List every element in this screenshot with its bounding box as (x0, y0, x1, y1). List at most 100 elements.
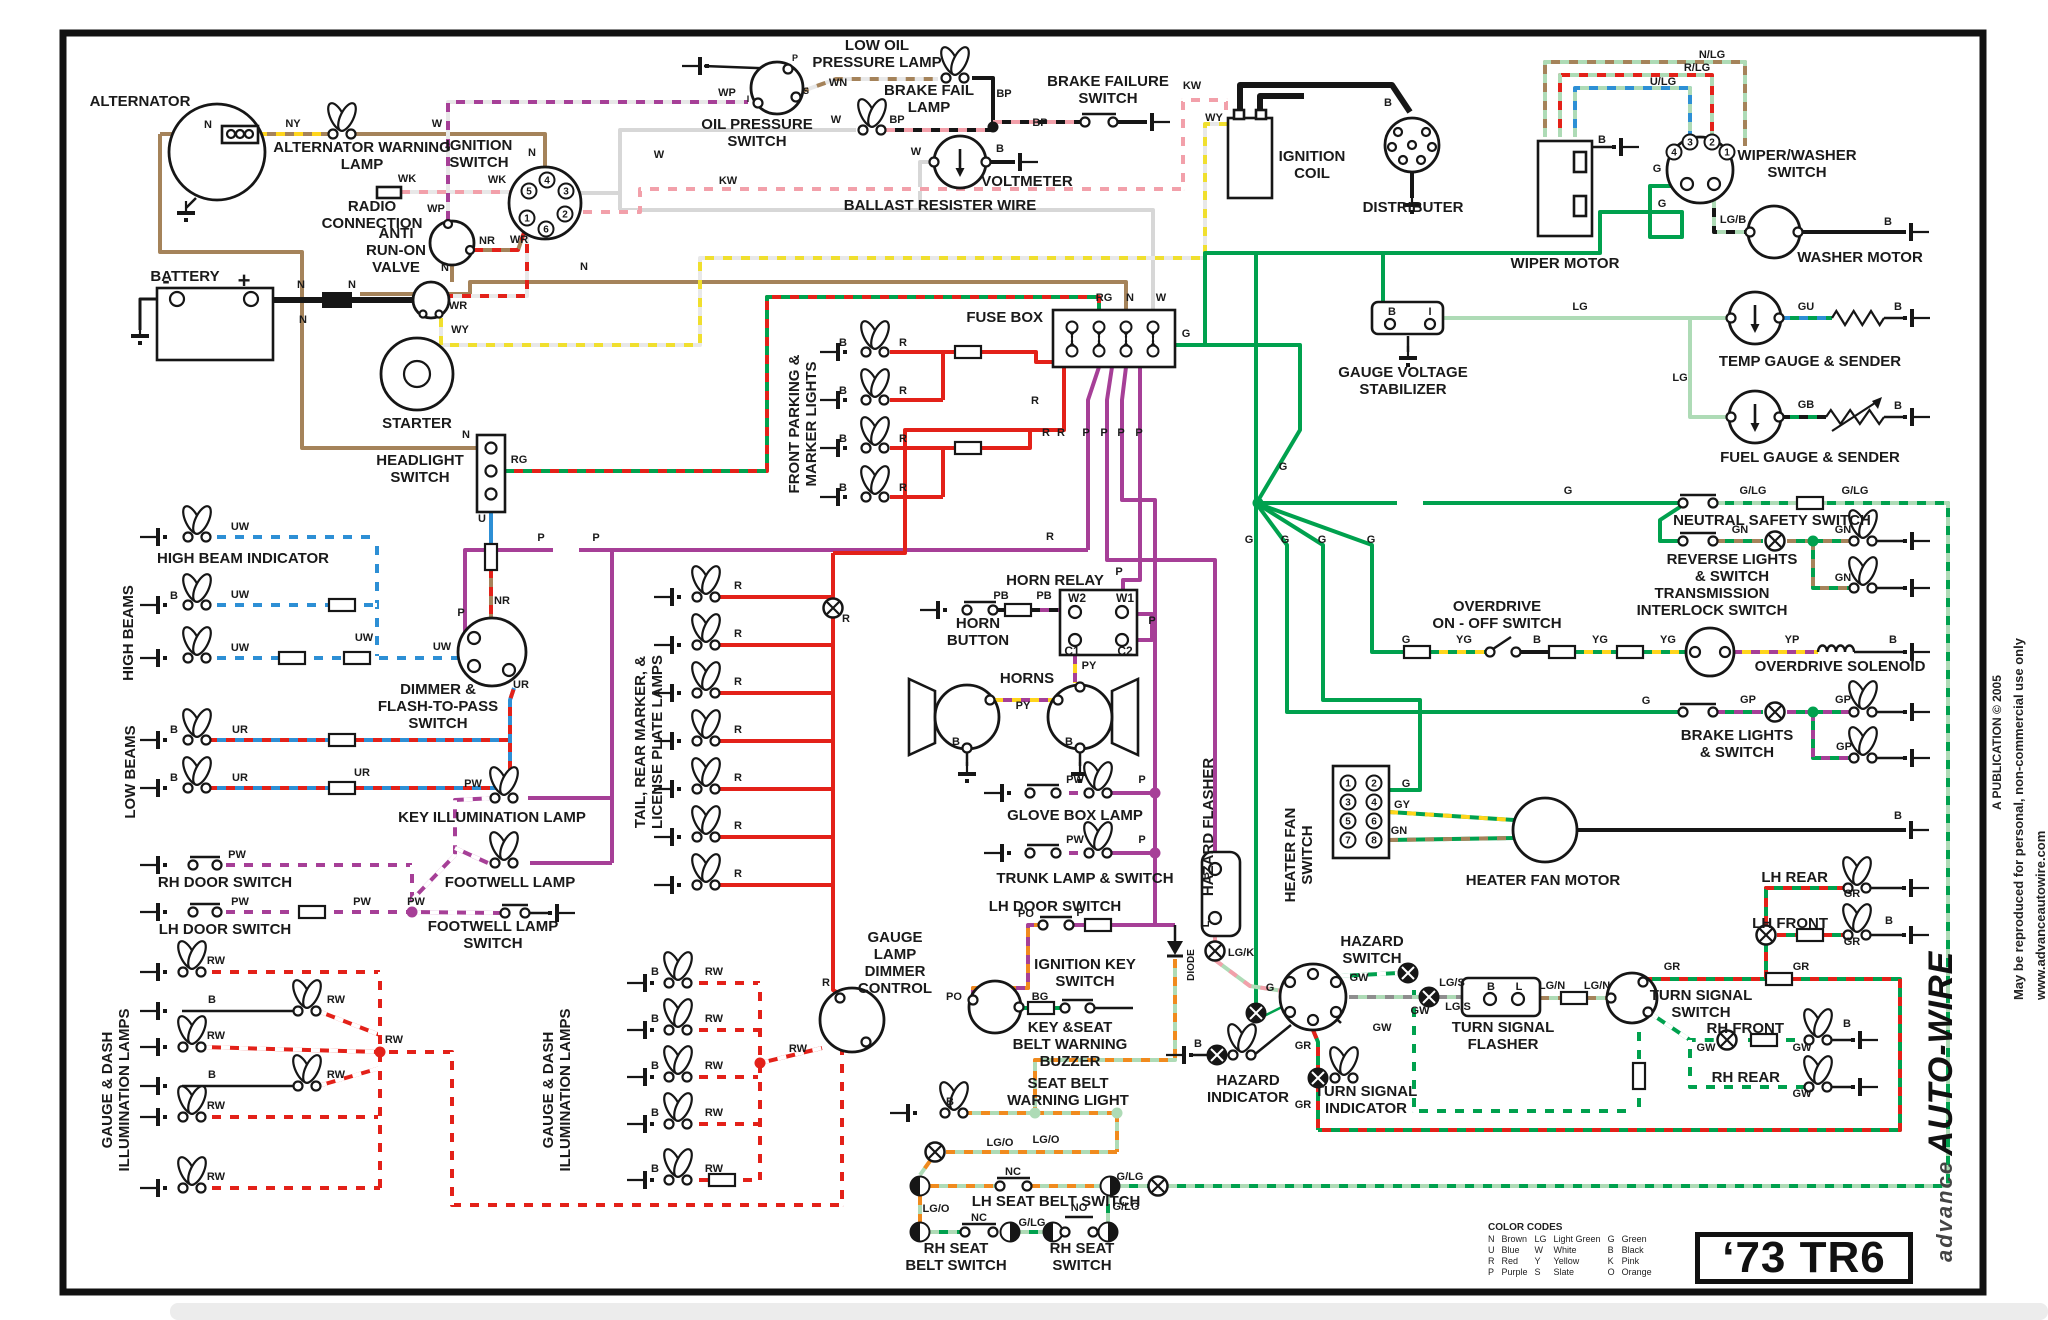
brake-failure-switch[interactable] (1079, 112, 1119, 128)
rh-door-switch[interactable] (187, 855, 223, 871)
label: N (462, 429, 470, 441)
label: B (208, 1069, 216, 1081)
legend-title: COLOR CODES (1488, 1222, 1563, 1233)
label: GLOVE BOX LAMP (1007, 807, 1143, 824)
label: RW (789, 1043, 808, 1055)
circ-symbol (1482, 991, 1498, 1007)
footwell-lamp-switch[interactable] (499, 903, 531, 919)
lh-door-switch-2[interactable] (1037, 915, 1075, 931)
label: HORNS (1000, 670, 1054, 687)
circ-symbol (1406, 139, 1418, 151)
dot-symbol (1807, 535, 1819, 547)
gnd-symbol (1903, 579, 1930, 597)
glove-box-switch[interactable] (1024, 783, 1062, 799)
res-symbol (1749, 1032, 1779, 1048)
legend-code: W (1534, 1245, 1544, 1255)
wire-b (1257, 93, 1304, 113)
svg-text:3: 3 (1345, 798, 1351, 809)
wire-p (1120, 366, 1157, 925)
label: I (747, 94, 750, 104)
label: GB (1798, 399, 1815, 411)
label: HORN RELAY (1006, 572, 1104, 589)
label: GN (1391, 825, 1408, 837)
label: B (1894, 810, 1902, 822)
label: GAUGE & DASHILLUMINATION LAMPS (99, 1008, 133, 1171)
legend-code: K (1607, 1256, 1614, 1266)
label: G/LG (1117, 1171, 1144, 1183)
label: G (1564, 485, 1573, 497)
ncirc-symbol: 2 (556, 205, 574, 223)
footwell-lamp (489, 831, 519, 869)
label: KW (719, 175, 738, 187)
circ-symbol (1013, 1001, 1025, 1013)
label: S (803, 86, 809, 96)
label: YG (1660, 634, 1676, 646)
lamp-symbol (177, 940, 207, 978)
wire-lg (1688, 318, 1729, 419)
circ-symbol (1207, 910, 1223, 926)
reverse-switch[interactable] (1677, 531, 1719, 547)
label: N (528, 147, 536, 159)
label: LH DOOR SWITCH (159, 921, 292, 938)
circ-symbol (168, 290, 186, 308)
label: U/LG (1650, 76, 1676, 88)
overdrive-on-off-switch[interactable] (1484, 635, 1522, 658)
circ-symbol (980, 156, 992, 168)
label: PO (1018, 908, 1034, 920)
transmission-interlock-switch (1684, 626, 1736, 678)
ncirc-symbol: 6 (537, 220, 555, 238)
trunk-lamp-switch[interactable] (1024, 843, 1062, 859)
label: NC (971, 1212, 987, 1224)
label: NR (494, 595, 510, 607)
diagram-title: ‘73 TR6 (1722, 1233, 1886, 1282)
lamp-symbol (663, 1045, 693, 1083)
label: R (1057, 427, 1065, 439)
circ-symbol (234, 128, 246, 140)
circ-symbol (1688, 645, 1702, 659)
rh-front-lamp (1803, 1008, 1833, 1046)
label: GN (1835, 572, 1852, 584)
circ-symbol (1605, 992, 1617, 1004)
rh-seat-switch[interactable] (1059, 1215, 1099, 1238)
label: LG/S (1439, 977, 1465, 989)
label: UW (433, 641, 452, 653)
circ-symbol (1718, 645, 1732, 659)
label: B (651, 1060, 659, 1072)
gnd-symbol (1902, 821, 1929, 839)
legend-name: Green (1621, 1234, 1647, 1244)
rh-seat-belt-switch[interactable] (959, 1222, 999, 1238)
hazard-indicator-lamp (1227, 1023, 1257, 1061)
ignition-key-switch[interactable] (1059, 998, 1096, 1014)
res-symbol (342, 650, 372, 666)
lh-door-switch[interactable] (187, 902, 223, 918)
label: P (537, 532, 544, 544)
wire-lg-o (918, 1159, 932, 1177)
circ-symbol (1283, 1005, 1297, 1019)
circ-symbol (1283, 975, 1297, 989)
svg-text:5: 5 (1345, 817, 1351, 828)
horn-button[interactable] (961, 600, 999, 616)
wire-r-lg (1558, 73, 1714, 137)
label: LH DOOR SWITCH (989, 898, 1122, 915)
neutral-safety-switch[interactable] (1677, 493, 1719, 509)
gnd-symbol (654, 780, 681, 798)
gnd-symbol (140, 1108, 167, 1126)
logo-advance: advance (1932, 1159, 1957, 1262)
gndv-symbol (177, 201, 195, 222)
xlamp-symbol (1204, 940, 1226, 962)
circ-symbol (1773, 312, 1785, 324)
legend-name: White (1553, 1245, 1577, 1255)
dot-symbol (374, 1046, 386, 1058)
label: UW (355, 632, 374, 644)
wire-p (1121, 367, 1142, 606)
hdark-symbol (1099, 1175, 1121, 1197)
lh-seat-belt-switch[interactable] (994, 1176, 1033, 1192)
label: HIGH BEAMS (120, 585, 137, 681)
label: - (162, 268, 169, 293)
res-symbol (327, 732, 357, 748)
brake-light-switch[interactable] (1677, 702, 1719, 718)
svg-text:4: 4 (1371, 798, 1377, 809)
wire-wn (799, 77, 938, 94)
label: RW (705, 1107, 724, 1119)
